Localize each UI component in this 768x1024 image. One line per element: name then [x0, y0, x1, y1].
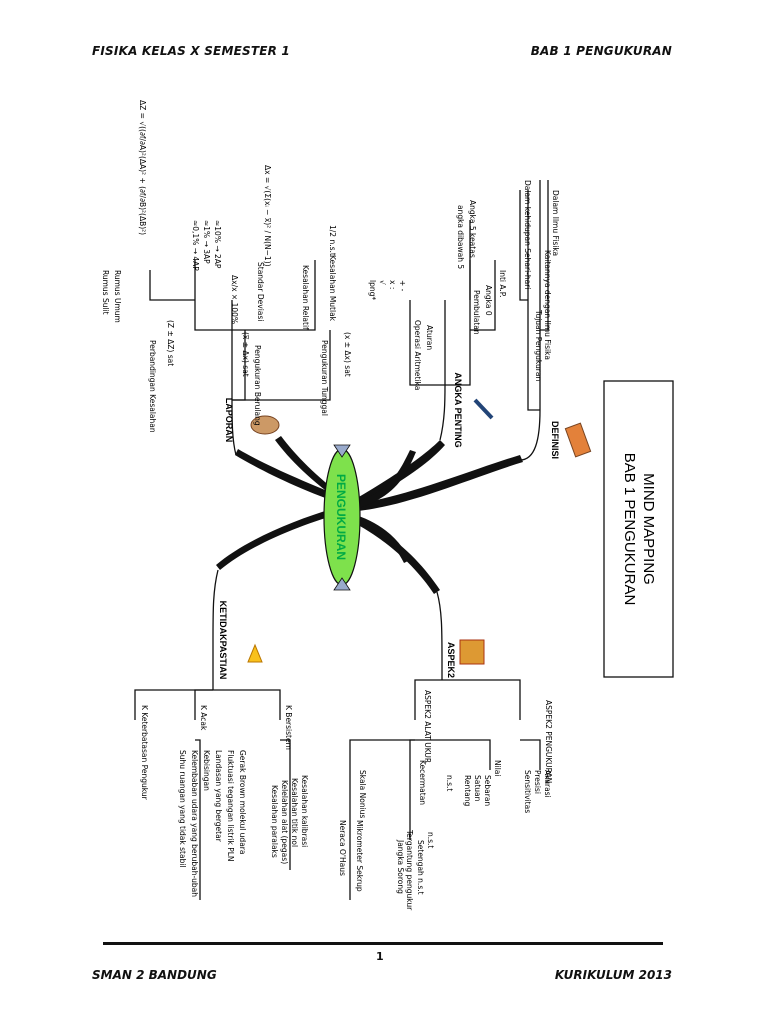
perbandingan-label: Perbandingan Kesalahan: [148, 340, 157, 433]
ap-rule: ≈1% → 3AP: [202, 220, 211, 264]
asp-p-item: Akurasi: [543, 770, 552, 798]
definisi-label: DEFINISI: [550, 421, 560, 459]
skala-label: Skala Nonius: [358, 770, 367, 818]
blimp-top-icon: [333, 444, 351, 458]
alat-item: Satuan: [473, 775, 482, 802]
pen-icon: [473, 398, 494, 420]
kec-item: n.s.t: [426, 832, 435, 848]
center-label: PENGUKURAN: [334, 474, 348, 560]
header-right: BAB 1 PENGUKURAN: [530, 44, 672, 58]
aspek-pengukuran: ASPEK2 PENGUKURAN: [544, 700, 553, 783]
skala-item: Jangka Sorong: [396, 839, 405, 894]
alat-item: Nilai: [493, 760, 502, 776]
ap-item: Angka 0: [484, 285, 493, 316]
acak-item: Landasan yang bergetar: [214, 750, 223, 843]
blimp-bottom-icon: [333, 577, 351, 591]
kec-item: Setengah n.s.t: [416, 840, 425, 895]
angka-penting-label: ANGKA PENTING: [453, 372, 463, 447]
page-number: 1: [376, 950, 384, 963]
ap-rule: ≈10% → 2AP: [213, 220, 222, 269]
skala-item: Mikrometer Sekrup: [355, 820, 364, 892]
alat-item: Sebaran: [483, 775, 492, 806]
op-item: √: [378, 280, 387, 285]
title-box: [603, 380, 674, 678]
k-acak: K Acak: [199, 705, 208, 731]
title-line1: MIND MAPPING: [640, 473, 657, 585]
op-item: + -: [398, 280, 407, 292]
definisi-item: Dalam Ilmu Fisika: [551, 190, 560, 256]
acak-item: Kebisingan: [202, 750, 211, 791]
ap-item: Pembulatan: [472, 290, 481, 335]
rumus-item: Rumus Umum: [113, 270, 122, 323]
ap-item: Angka 5 keatas: [468, 200, 477, 258]
alat-item: Rentang: [463, 775, 472, 807]
footer-right: KURIKULUM 2013: [554, 968, 672, 982]
definisi-item: Tujuan Pengukuran: [534, 309, 543, 381]
header-left: FISIKA KELAS X SEMESTER 1: [92, 44, 290, 58]
alat-item: n.s.t: [445, 775, 454, 791]
bers-item: Kesalahan paralaks: [270, 785, 279, 858]
ap-item: angka dibawah 5: [456, 205, 465, 269]
acak-item: Kelembaban udara yang berubah-ubah: [190, 750, 199, 897]
books-icon: [459, 639, 485, 665]
k-keterbatasan: K Keterbatasan Pengukur: [140, 705, 149, 801]
sd-formula: Δx = √(Σ(xᵢ − x̅)² / N(N−1)): [263, 165, 272, 267]
kecermatan-label: Kecermatan: [418, 760, 427, 805]
big-formula: ΔZ = √((∂f/∂A)²(ΔA)² + (∂f/∂B)²(ΔB)²): [138, 100, 147, 235]
aspek-alat: ASPEK2 ALAT UKUR: [423, 690, 432, 763]
footer-rule: [103, 942, 663, 945]
ketidakpastian-label: KETIDAKPASTIAN: [218, 601, 228, 680]
definisi-item: Dalam kehidupan Sehari-hari: [523, 180, 532, 289]
branch-lines: [134, 180, 549, 900]
kesalahan-val: 1/2 n.s.t: [328, 225, 337, 256]
rel-formula: Δx/x × 100%: [230, 275, 239, 324]
ap-item: Inti A.P.: [498, 270, 507, 298]
asp-p-item: Sensitivitas: [523, 770, 532, 813]
central-branches: [216, 436, 523, 594]
perbandingan-formula: (Z ± ΔZ) sat: [166, 320, 175, 366]
ap-rule: ≈0,1% → 4AP: [191, 220, 200, 271]
tunggal-label: Pengukuran Tunggal: [320, 340, 329, 416]
asp-p-item: Presisi: [533, 770, 542, 794]
warning-icon: [247, 643, 263, 663]
kec-item: Tergantung pengukur: [405, 829, 414, 911]
acak-item: Fluktuasi tegangan listrik PLN: [226, 750, 235, 862]
berulang-formula: (x̅ ± Δx) sat: [241, 332, 250, 377]
scroll-icon: [250, 415, 280, 435]
aturan-label: Aturan: [425, 325, 434, 350]
acak-item: Suhu ruangan yang tidak stabil: [178, 750, 187, 868]
title-line2: BAB 1 PENGUKURAN: [621, 453, 638, 606]
berulang-label: Pengukuran Berulang: [253, 345, 262, 426]
sd-label: Standar Deviasi: [256, 262, 265, 321]
book-icon: [564, 422, 592, 458]
op-item: x :: [388, 280, 397, 289]
k-bersistem: K Bersistem: [284, 705, 293, 750]
definisi-item: Kaitannya dengan Ilmu Fisika: [543, 250, 552, 360]
op-item: lpng*: [368, 280, 377, 300]
skala-item: Neraca O'Haus: [338, 820, 347, 876]
kesalahan-label: Kesalahan Mutlak: [328, 255, 337, 322]
acak-item: Gerak Brown molekul udara: [238, 750, 247, 854]
bers-item: Kesalahan titik nol: [290, 778, 299, 847]
kesalahan-relatif: Kesalahan Relatif: [301, 265, 310, 330]
rumus-item: Rumus Sulit: [101, 270, 110, 315]
tunggal-formula: (x ± Δx) sat: [343, 332, 352, 377]
bers-item: Kesalahan kalibrasi: [300, 775, 309, 847]
laporan-label: LAPORAN: [224, 398, 234, 443]
aspek-label: ASPEK2: [446, 642, 456, 678]
bers-item: Kelelahan alat (pegas): [280, 780, 289, 864]
operasi-label: Operasi Aritmetika: [413, 320, 422, 390]
footer-left: SMAN 2 BANDUNG: [92, 968, 217, 982]
